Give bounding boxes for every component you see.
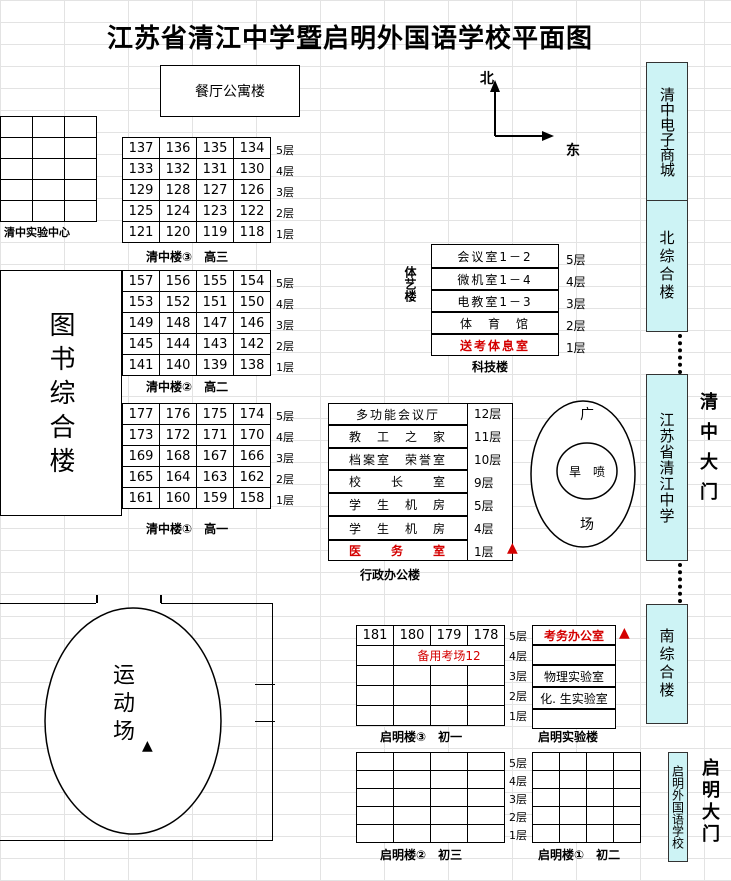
mall-label: 清中电子商城 xyxy=(658,87,676,177)
qm1-caption: 启明楼① 初二 xyxy=(538,848,621,862)
dotted-path-1 xyxy=(678,334,682,374)
qmlab-room-1 xyxy=(532,709,616,729)
lab-center-label: 清中实验中心 xyxy=(4,226,70,239)
keji-room-5: 会议室1－2 xyxy=(431,244,559,268)
gate-qiming: 启明大门 xyxy=(699,758,720,846)
chem-bio-lab: 化. 生实验室 xyxy=(532,687,616,709)
exam-office: 考务办公室 xyxy=(532,625,616,645)
gap-tick-right xyxy=(160,595,162,603)
qz2-caption: 清中楼② 高二 xyxy=(146,380,229,394)
library-building xyxy=(0,270,122,516)
plaza-top-label: 广 xyxy=(580,407,594,423)
sports-marker-icon: ▲ xyxy=(142,738,153,754)
qm2-caption: 启明楼② 初三 xyxy=(380,848,463,862)
qm2-grid xyxy=(356,752,505,843)
sports-border-top-right xyxy=(161,603,273,604)
admin-room-12: 多功能会议厅 xyxy=(328,403,468,425)
gate-qingzhong: 清中大门 xyxy=(697,392,718,512)
compass-icon xyxy=(490,80,554,141)
qm3-grid: 181 180 179 178 备用考场12 xyxy=(356,625,505,726)
canteen-building: 餐厅公寓楼 xyxy=(160,65,300,117)
canteen-label: 餐厅公寓楼 xyxy=(195,84,265,100)
plaza-bottom-label: 场 xyxy=(580,517,594,533)
north-building xyxy=(646,200,688,332)
south-label: 南综合楼 xyxy=(657,628,676,700)
page-title: 江苏省清江中学暨启明外国语学校平面图 xyxy=(106,24,593,54)
south-building xyxy=(646,604,688,724)
lab-center-grid xyxy=(0,116,97,222)
sports-border-left xyxy=(0,603,96,844)
compass-north: 北 xyxy=(480,71,494,87)
qm1-grid xyxy=(532,752,641,843)
gap-tick-left xyxy=(96,595,98,603)
compass-east: 东 xyxy=(566,143,580,159)
admin-room-10: 档案室 荣誉室 xyxy=(328,448,468,470)
school-label: 江苏省清江中学 xyxy=(657,412,676,524)
qm-school-building xyxy=(668,752,688,862)
admin-room-4: 学 生 机 房 xyxy=(328,516,468,540)
sports-field-track xyxy=(44,607,222,835)
admin-caption: 行政办公楼 xyxy=(360,568,421,582)
admin-room-5: 学 生 机 房 xyxy=(328,493,468,516)
backup-exam-room: 备用考场12 xyxy=(393,645,505,666)
dotted-path-2 xyxy=(678,563,682,603)
admin-room-11: 教 工 之 家 xyxy=(328,425,468,448)
sports-label: 运动场 xyxy=(109,663,134,747)
keji-room-3: 电教室1－3 xyxy=(431,290,559,312)
keji-room-4: 微机室1－4 xyxy=(431,268,559,290)
keji-room-2: 体 育 馆 xyxy=(431,312,559,334)
mall-building xyxy=(646,62,688,202)
sports-gate-line-2 xyxy=(255,721,275,722)
qm-school-label: 启明外国语学校 xyxy=(670,765,685,849)
tiyi-label: 体艺楼 xyxy=(403,266,417,302)
qz1-caption: 清中楼① 高一 xyxy=(146,522,229,536)
physics-lab: 物理实验室 xyxy=(532,665,616,687)
plaza-shape xyxy=(530,400,636,548)
north-label: 北综合楼 xyxy=(657,230,676,302)
exam-office-marker-icon: ▲ xyxy=(619,625,630,641)
school-building xyxy=(646,374,688,561)
fountain-label: 旱 喷 xyxy=(569,465,606,479)
qmlab-caption: 启明实验楼 xyxy=(538,730,599,744)
library-label: 图书综合楼 xyxy=(45,311,75,481)
qm3-caption: 启明楼③ 初一 xyxy=(380,730,463,744)
keji-caption: 科技楼 xyxy=(472,360,509,374)
sports-border xyxy=(0,603,273,841)
admin-room-1: 医 务 室 xyxy=(328,540,468,561)
keji-room-1: 送考体息室 xyxy=(431,334,559,356)
admin-marker-icon: ▲ xyxy=(507,540,518,556)
admin-room-9: 校 长 室 xyxy=(328,470,468,493)
sports-gate-line-1 xyxy=(255,684,275,685)
qmlab-room-4 xyxy=(532,645,616,665)
qz3-caption: 清中楼③ 高三 xyxy=(146,250,229,264)
